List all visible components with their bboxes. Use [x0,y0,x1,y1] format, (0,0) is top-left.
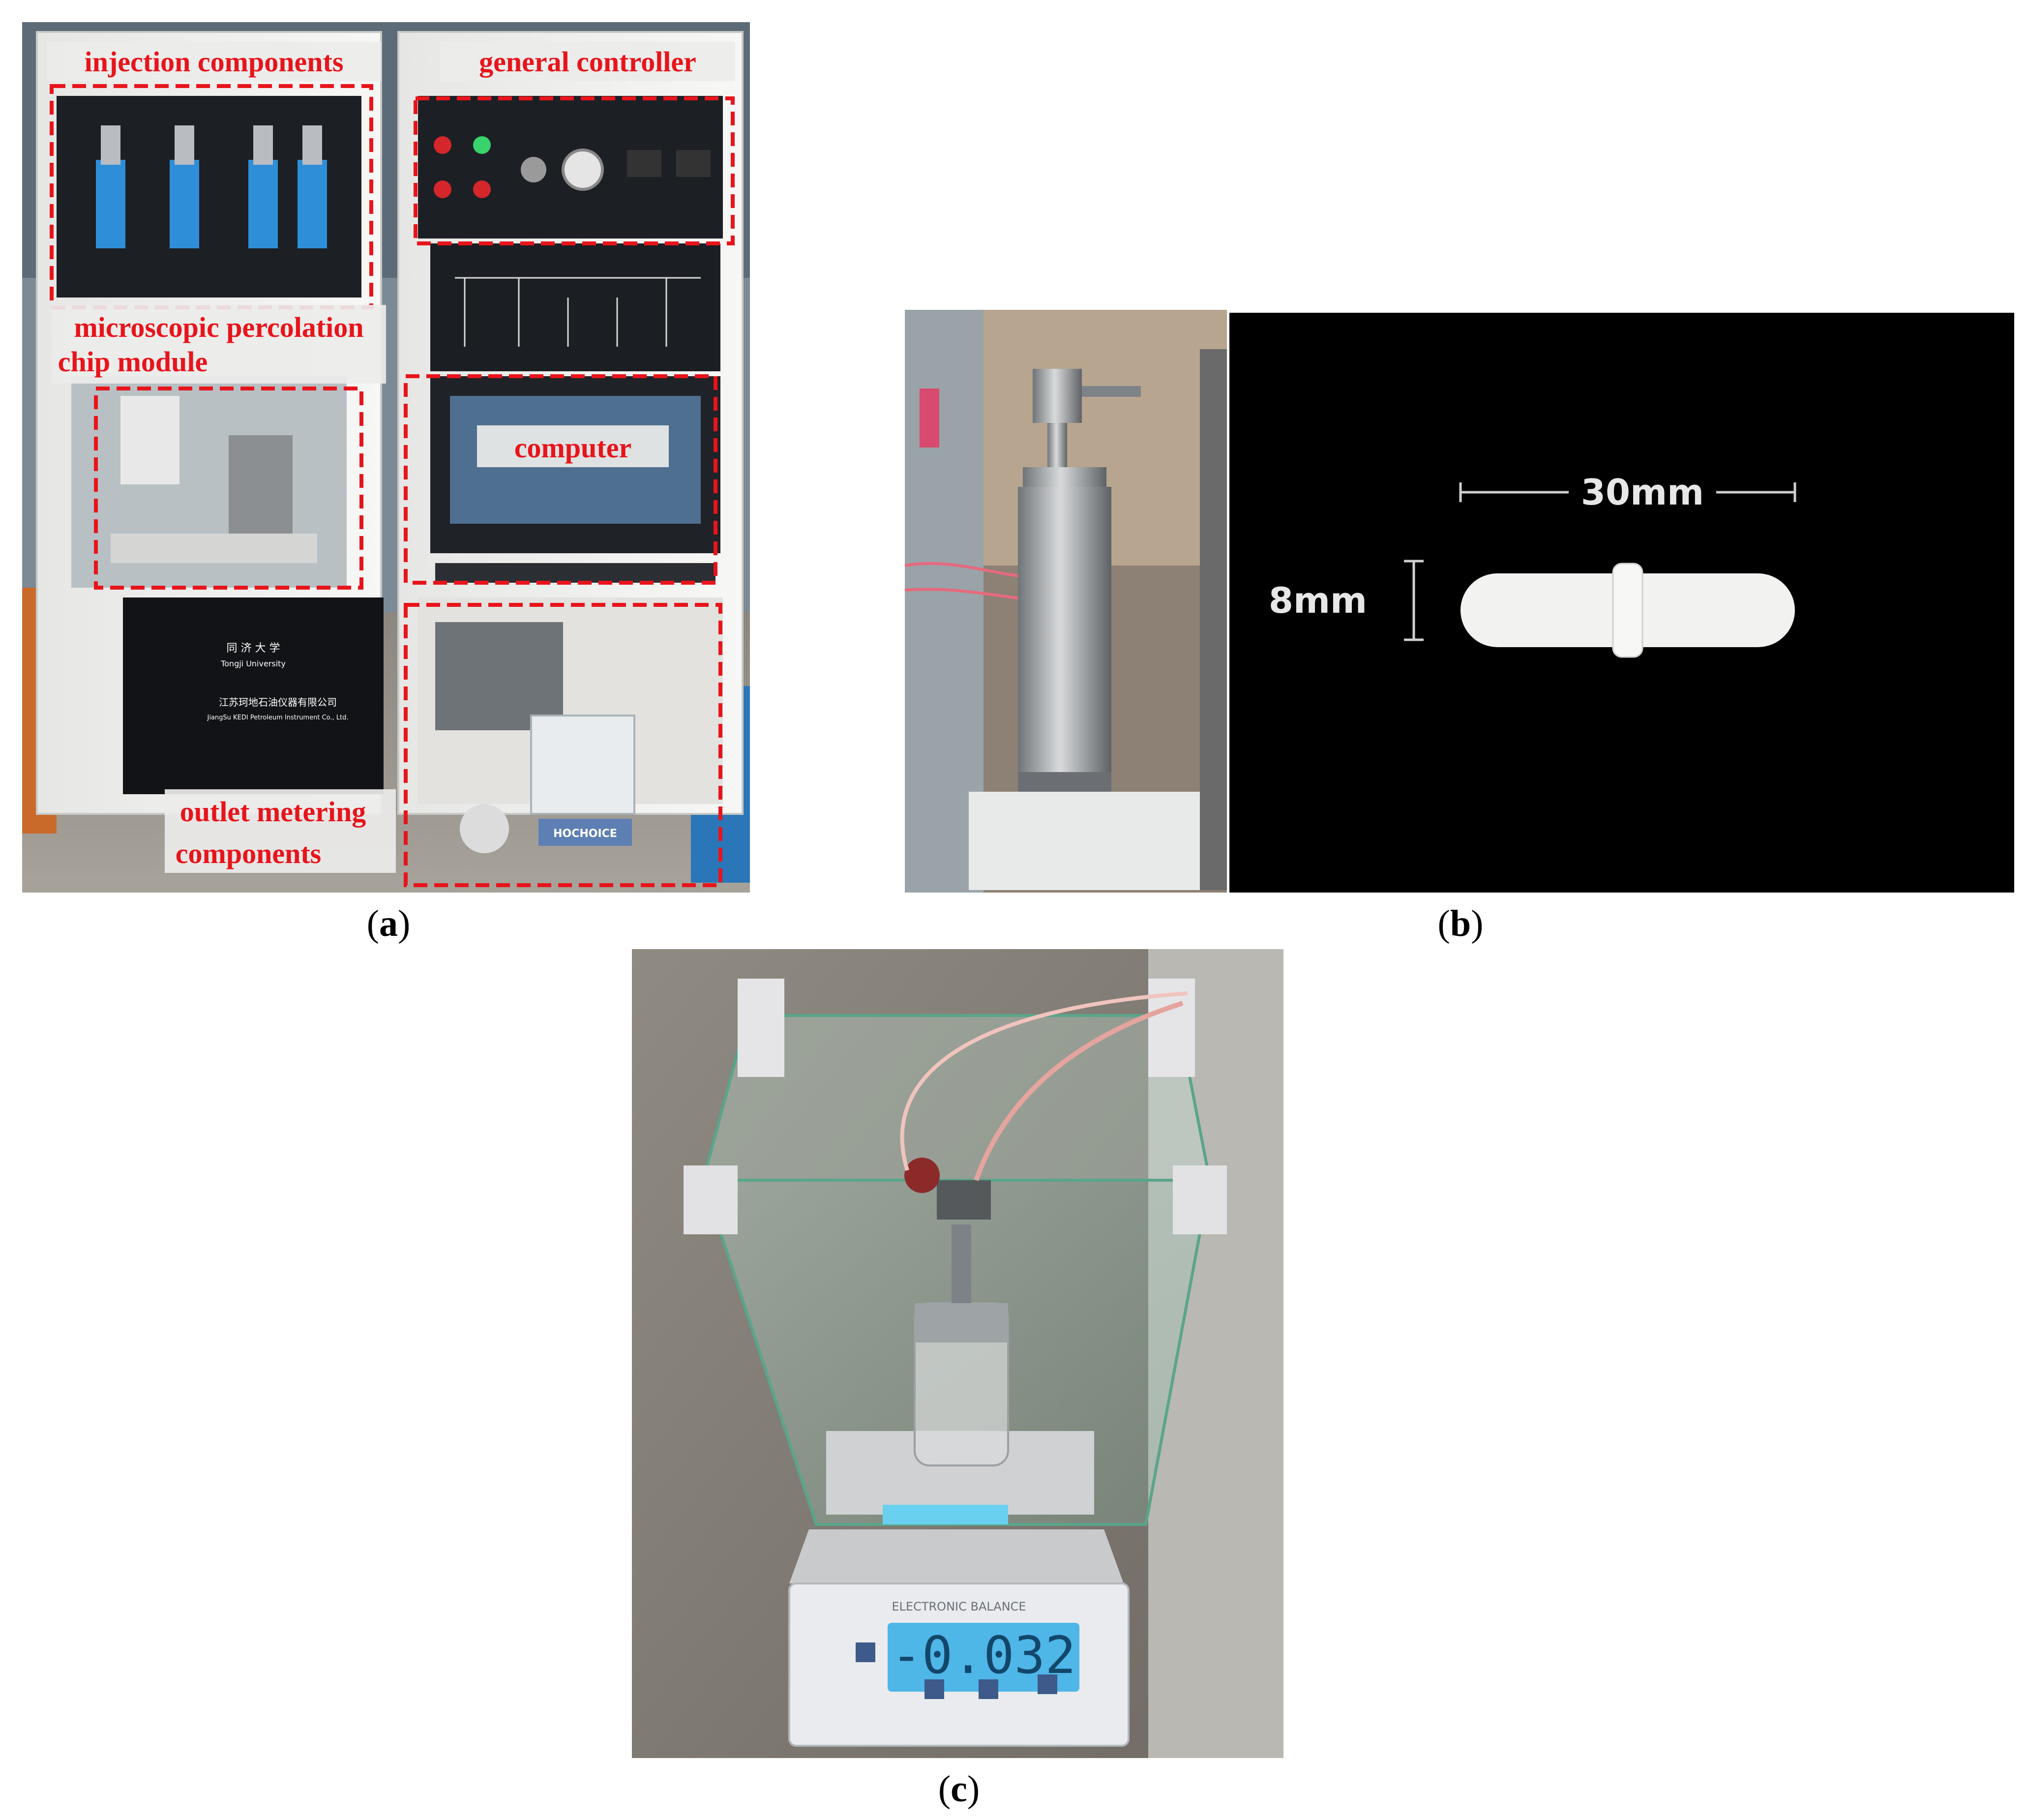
balance-display [888,1623,1079,1692]
label-outlet-line1: outlet metering [180,796,366,828]
panel-b-stir-bar: 30mm 8mm [1229,313,2014,893]
sign-balance-brand: HOCHOICE [553,828,617,840]
panel-b-reactor-photo [905,310,1227,893]
label-chip-module-line1: microscopic percolation [74,311,363,343]
label-injection-components: injection components [85,46,344,78]
sign-university-cn: 同 济 大 学 [227,642,280,655]
panel-c-balance-photo: ELECTRONIC BALANCE -0.032 [632,949,1283,1758]
label-diameter-8mm: 8mm [1269,580,1367,621]
panel-a-photo: injection components general controller … [22,22,750,893]
sign-company-cn: 江苏珂地石油仪器有限公司 [219,696,337,708]
label-outlet-line2: components [176,837,321,869]
caption-a: (a) [366,903,411,944]
balance-title: ELECTRONIC BALANCE [892,1600,1026,1613]
label-chip-module-line2: chip module [58,346,208,378]
label-computer: computer [514,432,631,464]
caption-b: (b) [1437,903,1484,944]
sign-company-en: JiangSu KEDI Petroleum Instrument Co., L… [207,714,349,721]
caption-c: (c) [938,1768,980,1810]
label-general-controller: general controller [479,46,696,78]
label-length-30mm: 30mm [1581,472,1704,513]
sign-university-en: Tongji University [220,659,286,668]
